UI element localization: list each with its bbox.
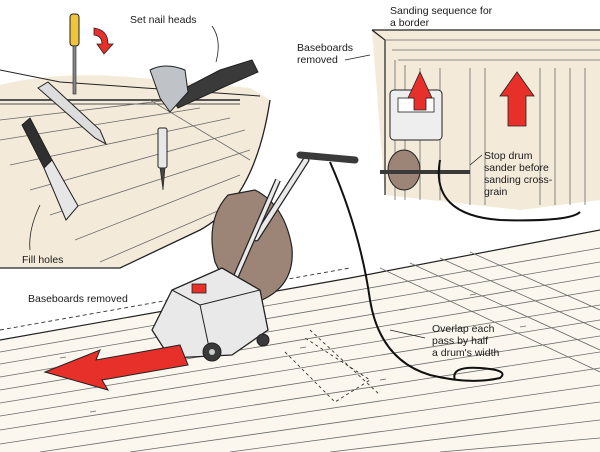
baseboards-removed-bottom-label: Baseboards removed [28, 293, 128, 305]
stop-drum-sander-label: Stop drum sander before sanding cross- g… [484, 150, 553, 198]
drum-sander-icon [151, 151, 359, 362]
set-nail-heads-label: Set nail heads [130, 14, 197, 26]
arrow-icon [407, 71, 433, 111]
inset-border-sequence [344, 29, 600, 210]
inset-nail-setting [0, 25, 271, 269]
curved-arrow-icon [93, 27, 114, 55]
arrow-icon [43, 344, 189, 391]
drum-sander-icon [380, 89, 470, 191]
fill-holes-label: Fill holes [22, 254, 64, 266]
putty-knife-icon [21, 117, 79, 221]
arrow-icon [499, 71, 535, 127]
screwdriver-icon [69, 13, 80, 95]
pry-bar-icon [37, 81, 108, 146]
baseboards-removed-top-label: Baseboards removed [297, 42, 354, 66]
main-floor [0, 229, 600, 452]
sanding-sequence-label: Sanding sequence for a border [390, 5, 493, 29]
hammer-icon [149, 59, 259, 113]
overlap-pass-label: Overlap each pass by half a drum's width [432, 323, 500, 359]
nail-set-icon [157, 127, 168, 191]
